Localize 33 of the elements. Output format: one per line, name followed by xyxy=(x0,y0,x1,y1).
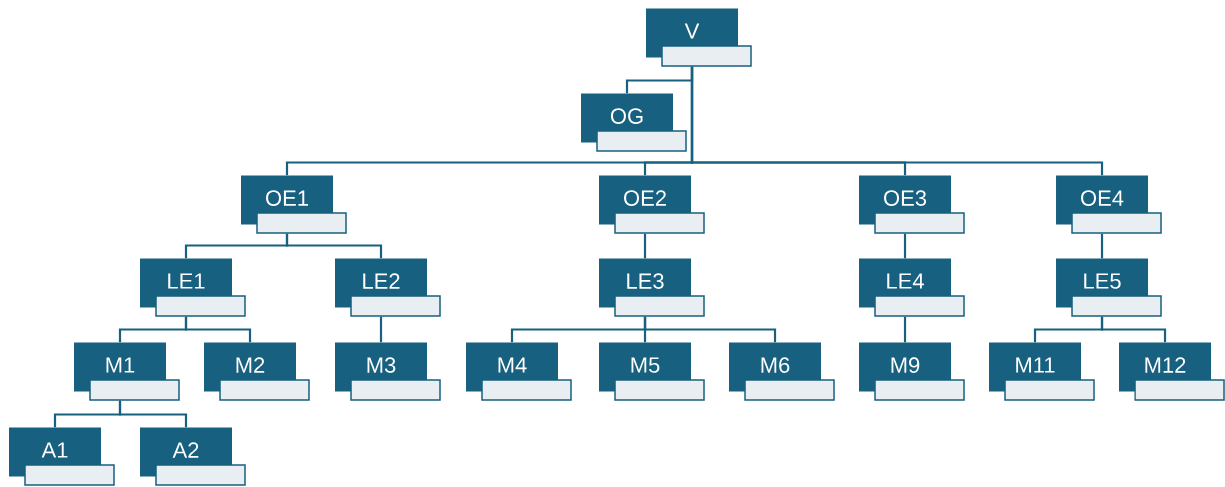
org-box: M9 xyxy=(859,342,965,401)
connector-line xyxy=(379,316,383,343)
connector-line xyxy=(903,316,907,343)
connector-line xyxy=(285,233,383,259)
org-box: OE1 xyxy=(241,175,347,234)
org-box: M2 xyxy=(204,342,310,401)
org-box: A1 xyxy=(9,427,115,486)
connector-line xyxy=(184,316,252,343)
org-box: M5 xyxy=(599,342,705,401)
connector-line xyxy=(643,233,647,259)
org-box: LE2 xyxy=(335,258,441,317)
org-box: LE3 xyxy=(599,258,705,317)
connector-line xyxy=(118,400,188,428)
org-box: M3 xyxy=(335,342,441,401)
org-box: LE5 xyxy=(1056,258,1162,317)
connector-line xyxy=(1100,233,1104,259)
org-box: OE2 xyxy=(599,175,705,234)
org-box: LE4 xyxy=(859,258,965,317)
org-box: M6 xyxy=(729,342,835,401)
org-box: OG xyxy=(581,93,687,152)
connector-line xyxy=(643,316,777,343)
org-box: M12 xyxy=(1119,342,1225,401)
org-box: M1 xyxy=(74,342,180,401)
org-box: OE3 xyxy=(859,175,965,234)
connector-line xyxy=(690,66,1104,176)
connector-line xyxy=(903,233,907,259)
connector-line xyxy=(1100,316,1167,343)
org-box: OE4 xyxy=(1056,175,1162,234)
org-box: M11 xyxy=(989,342,1095,401)
org-box: M4 xyxy=(466,342,572,401)
org-box: V xyxy=(646,8,752,67)
org-box: A2 xyxy=(140,427,246,486)
org-box: LE1 xyxy=(140,258,246,317)
